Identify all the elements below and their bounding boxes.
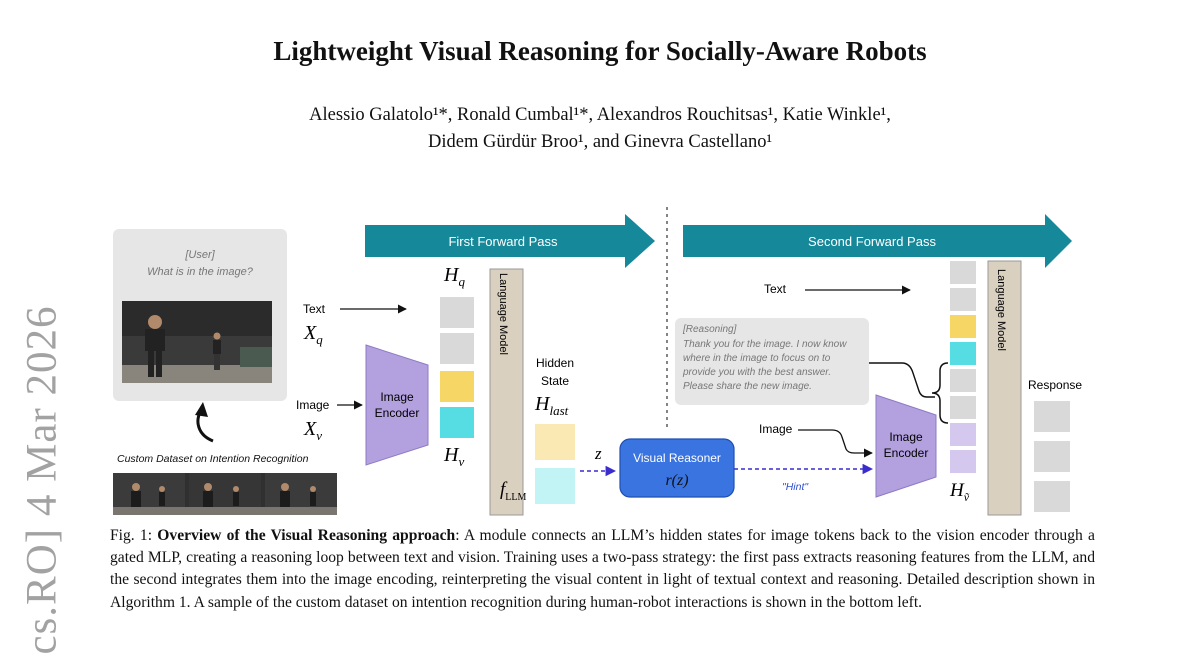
second-forward-pass-label: Second Forward Pass	[808, 234, 936, 249]
image-input-label: Image	[296, 398, 330, 412]
response-token	[1034, 481, 1070, 512]
text-token	[440, 297, 474, 328]
response-token	[1034, 441, 1070, 472]
first-forward-pass-arrow	[365, 214, 655, 268]
curved-return-arrow	[195, 402, 214, 443]
language-model-1-label: Language Model	[497, 273, 509, 355]
hint-label: "Hint"	[782, 481, 809, 493]
curly-brace	[931, 362, 949, 424]
image-input-label-2: Image	[759, 422, 793, 436]
hlast-symbol: Hlast	[534, 393, 569, 418]
author-list-line-2: Didem Gürdür Broo¹, and Ginevra Castella…	[427, 132, 772, 152]
text-token	[950, 288, 976, 311]
first-forward-pass-label: First Forward Pass	[448, 234, 558, 249]
paper-title: Lightweight Visual Reasoning for Sociall…	[273, 36, 927, 66]
image-encoder-1-line1: Image	[380, 390, 414, 404]
image-encoder-2-line2: Encoder	[884, 446, 929, 460]
reasoning-token	[950, 369, 976, 392]
caption-bold: Overview of the Visual Reasoning approac…	[157, 527, 456, 544]
reasoning-connector	[869, 362, 935, 398]
image-encoder-2	[875, 394, 937, 498]
hvtilde-symbol: Hṽ	[949, 480, 970, 504]
figure-caption: Fig. 1: Overview of the Visual Reasoning…	[110, 525, 1095, 614]
hidden-state-line2: State	[541, 374, 569, 388]
user-question: What is in the image?	[147, 266, 254, 278]
language-model-2	[987, 260, 1022, 516]
user-photo	[122, 301, 272, 383]
caption-text: : A module connects an LLM’s hidden stat…	[110, 527, 1095, 611]
user-tag: [User]	[184, 249, 215, 261]
response-label: Response	[1028, 378, 1082, 392]
hq-symbol: Hq	[443, 264, 465, 289]
image-token	[440, 407, 474, 438]
response-token	[1034, 401, 1070, 432]
visual-reasoner-fn: r(z)	[665, 472, 688, 489]
image-token	[950, 342, 976, 365]
image-token	[440, 371, 474, 402]
visual-reasoner-label: Visual Reasoner	[633, 451, 721, 465]
dataset-label: Custom Dataset on Intention Recognition	[117, 453, 309, 465]
new-image-token	[950, 423, 976, 446]
xq-symbol: Xq	[303, 322, 323, 347]
f-llm-symbol: fLLM	[500, 479, 526, 503]
reasoning-line: where in the image to focus on to	[683, 353, 831, 364]
hidden-state-token	[535, 424, 575, 460]
hidden-state-line1: Hidden	[536, 356, 574, 370]
reasoning-line: Please share the new image.	[683, 381, 812, 392]
z-symbol: z	[594, 444, 602, 463]
text-input-label-2: Text	[764, 282, 787, 296]
arxiv-stamp-text: cs.RO] 4 Mar 2026	[18, 305, 66, 655]
hidden-state-token	[535, 468, 575, 504]
image-encoder-1-line2: Encoder	[375, 406, 420, 420]
dataset-sample-strip	[113, 473, 337, 515]
xv-symbol: Xv	[303, 418, 322, 443]
language-model-1	[489, 268, 524, 516]
visual-reasoner-box	[619, 438, 735, 498]
image-encoder-2-line1: Image	[889, 430, 923, 444]
figure-svg: First Forward Pass Second Forward Pass […	[113, 207, 1082, 516]
author-list-line-1: Alessio Galatolo¹*, Ronald Cumbal¹*, Ale…	[309, 105, 891, 125]
image-token	[950, 315, 976, 338]
reasoning-line: Thank you for the image. I now know	[683, 339, 847, 350]
second-forward-pass-arrow	[683, 214, 1072, 268]
reasoning-line: provide you with the best answer.	[682, 367, 831, 378]
text-input-label: Text	[303, 302, 326, 316]
image-encoder-1	[365, 344, 429, 466]
language-model-2-label: Language Model	[995, 269, 1007, 351]
text-token	[950, 261, 976, 284]
arxiv-stamp: cs.RO] 4 Mar 2026	[19, 305, 66, 654]
new-image-token	[950, 450, 976, 473]
text-token	[440, 333, 474, 364]
reasoning-token	[950, 396, 976, 419]
image-input-arrow-2	[798, 429, 873, 458]
figure-diagram: First Forward Pass Second Forward Pass […	[110, 205, 1100, 520]
hv-symbol: Hv	[443, 444, 464, 469]
caption-prefix: Fig. 1:	[110, 527, 158, 544]
reasoning-tag: [Reasoning]	[682, 324, 737, 335]
reasoning-panel	[675, 318, 869, 405]
